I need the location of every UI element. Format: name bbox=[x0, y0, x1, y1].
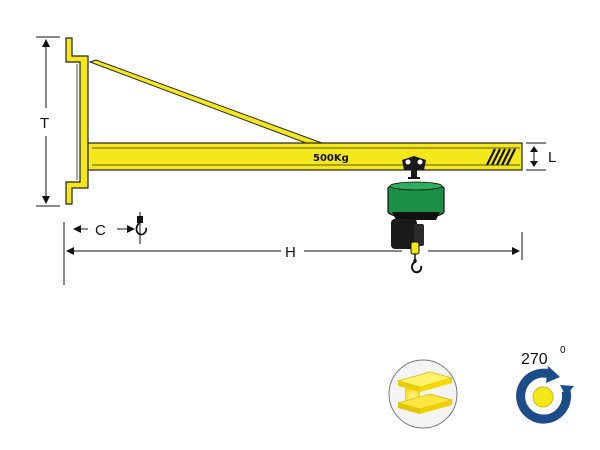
beam-end-stripes bbox=[486, 148, 516, 166]
rotation-icon bbox=[516, 366, 574, 424]
hook-icon bbox=[411, 259, 423, 274]
electric-hoist-icon bbox=[387, 156, 445, 263]
wall-bracket bbox=[65, 37, 89, 205]
i-beam-profile-icon bbox=[388, 359, 458, 429]
dimension-t: T bbox=[36, 36, 60, 207]
rotation-angle-label: 270 bbox=[521, 351, 548, 368]
dimension-l: L bbox=[526, 142, 556, 171]
dimension-l-label: L bbox=[548, 149, 556, 166]
dimension-t-label: T bbox=[40, 115, 49, 132]
dimension-c: C bbox=[63, 212, 141, 285]
tie-rod bbox=[88, 59, 324, 147]
rotation-degree-mark: 0 bbox=[560, 345, 566, 356]
rotation-angle: 270 0 bbox=[521, 345, 566, 368]
capacity-label: 500Kg bbox=[313, 153, 349, 164]
dimension-c-label: C bbox=[95, 222, 106, 239]
dimension-h: H bbox=[66, 232, 523, 261]
hook-icon bbox=[135, 216, 148, 236]
dimension-h-label: H bbox=[285, 244, 296, 261]
jib-arm bbox=[87, 142, 523, 171]
